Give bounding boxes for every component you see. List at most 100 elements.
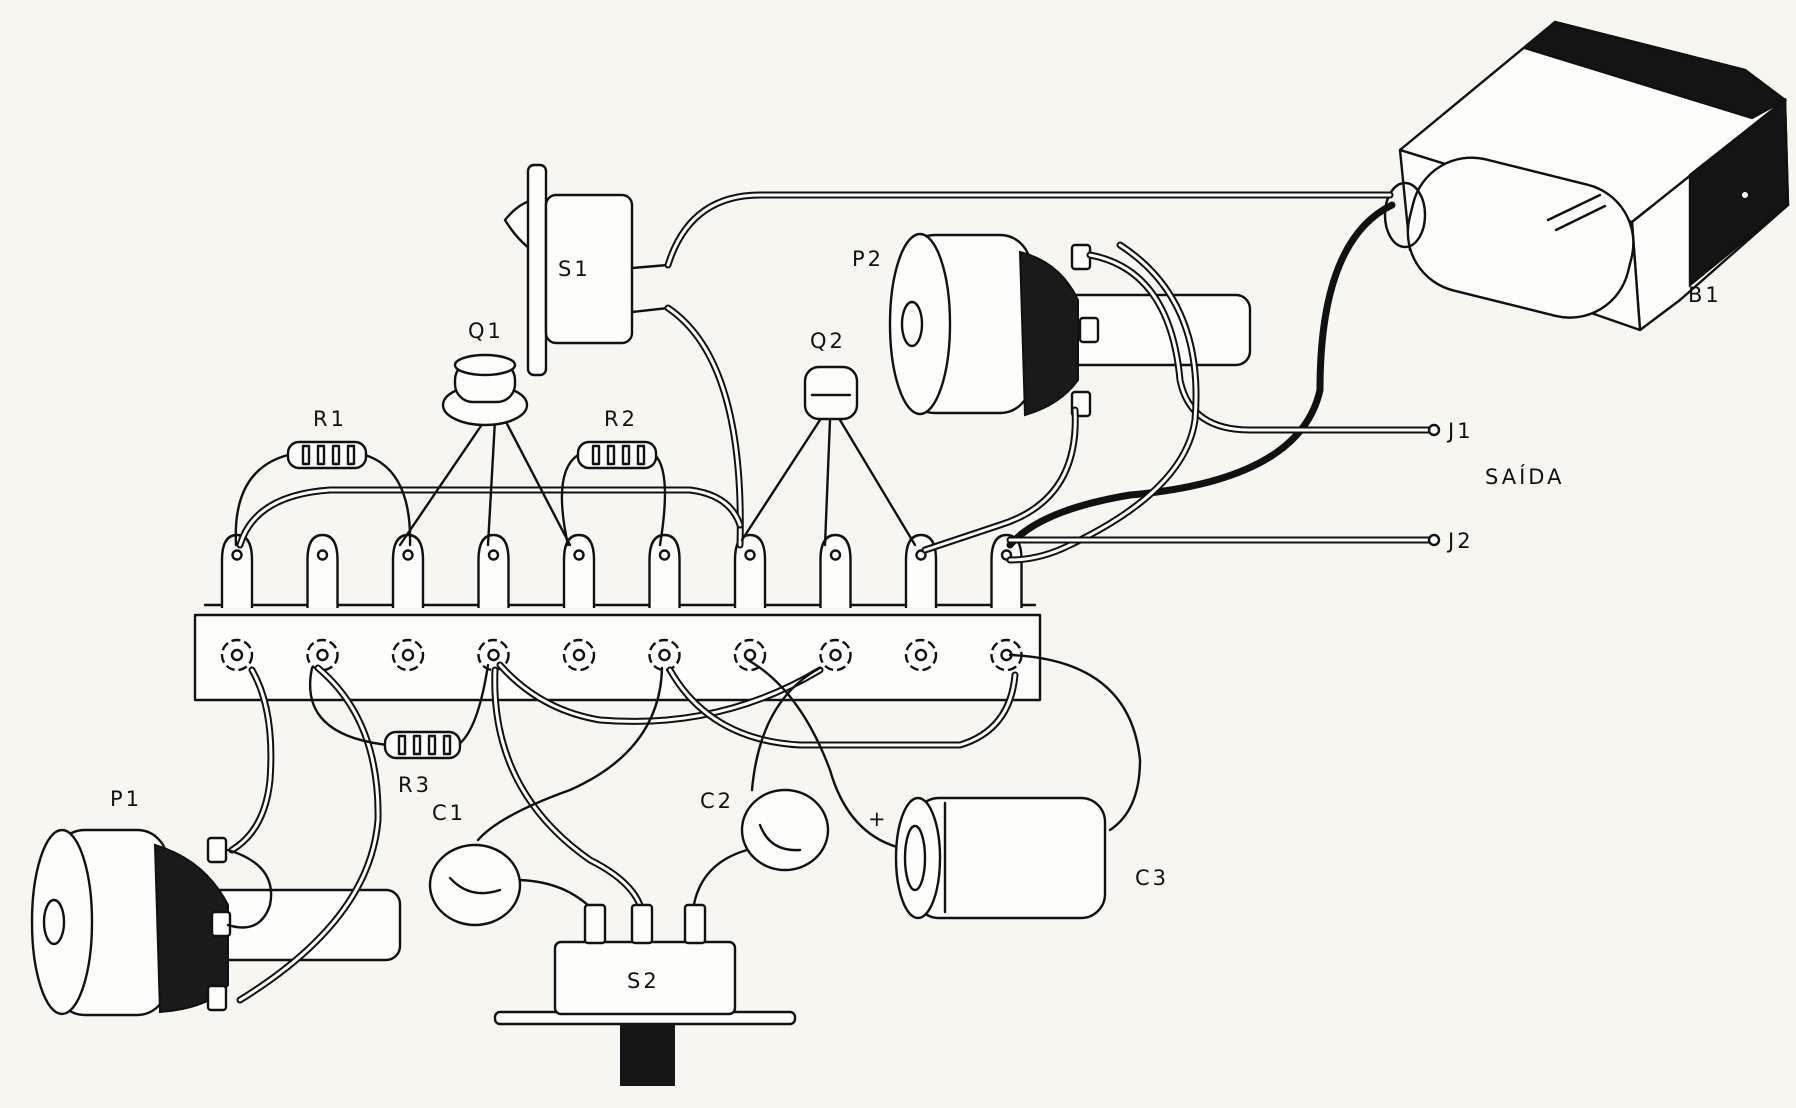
terminal-lug-3 <box>391 533 425 608</box>
potentiometer-p1 <box>30 828 402 1017</box>
potentiometer-p1-face <box>30 828 94 1016</box>
terminal-eyelet-9 <box>904 638 938 672</box>
wire-q2-leg1 <box>740 418 822 542</box>
capacitor-c3-can <box>913 796 1107 920</box>
labels: S1 Q1 Q2 R1 R2 R3 P1 P2 C1 C2 C3 + S2 B1… <box>110 247 1719 993</box>
wire-c1-s2 <box>513 878 597 914</box>
label-p1: P1 <box>110 787 142 811</box>
terminal-lug-hole-2 <box>316 549 329 561</box>
transistor-q2 <box>803 365 859 421</box>
potentiometer-p1-lug-2 <box>210 910 232 938</box>
terminal-lug-hole-10 <box>1000 549 1013 561</box>
potentiometer-p2-terminal-block <box>1018 250 1079 417</box>
wire-q1-leg2 <box>486 418 497 547</box>
capacitor-c1 <box>428 843 522 927</box>
capacitor-c2 <box>740 788 830 872</box>
terminal-eyelet-3 <box>391 638 425 672</box>
resistor-r2 <box>576 440 658 470</box>
battery-snap-rim <box>1383 181 1427 249</box>
terminal-eyelet-hole-9 <box>914 648 928 662</box>
capacitor-c2-disc <box>740 788 830 872</box>
label-q1: Q1 <box>468 319 504 343</box>
terminal-lug-6 <box>648 533 681 608</box>
terminal-lug-hole-7 <box>744 549 756 561</box>
terminal-eyelet-hole-5 <box>572 648 586 662</box>
terminal-eyelet-hole-4 <box>487 648 500 662</box>
potentiometer-p2 <box>888 232 1252 418</box>
terminal-eyelet-7 <box>733 638 767 672</box>
label-c3-plus: + <box>868 807 889 831</box>
switch-s2 <box>493 903 797 1086</box>
potentiometer-p1-shaft <box>203 888 402 962</box>
potentiometer-p1-lug-3 <box>206 984 228 1012</box>
wire-r1-lead-left <box>234 453 290 547</box>
switch-s2-lug-3 <box>683 903 707 945</box>
wire-p1-loop <box>226 848 273 929</box>
switch-s2-actuator <box>620 1024 675 1086</box>
terminal-lug-10 <box>990 533 1023 608</box>
transistor-q1 <box>441 353 529 427</box>
wires <box>226 191 1434 1004</box>
wire-lug7-c3 <box>746 658 912 852</box>
terminal-lug-hole-9 <box>915 549 927 561</box>
label-c1: C1 <box>432 801 466 825</box>
wire-p2-lug9 <box>921 406 1079 554</box>
terminal-eyelet-5 <box>562 638 596 672</box>
terminal-eyelet-8 <box>819 638 852 672</box>
switch-s2-lug-1 <box>583 903 607 945</box>
resistor-r3-body <box>383 730 462 760</box>
wire-battery-negative <box>1006 201 1396 549</box>
j1-terminal <box>1427 423 1441 437</box>
switch-s1-lug-top <box>630 263 670 270</box>
wire-lug6-c1 <box>476 666 664 842</box>
terminal-eyelet-1 <box>220 638 254 672</box>
capacitor-c1-disc <box>428 843 522 927</box>
terminal-eyelet-6 <box>648 638 681 672</box>
wire-q2-leg3 <box>838 418 917 547</box>
battery-snap-connector <box>1406 156 1635 319</box>
wire-q1-leg1 <box>398 418 487 547</box>
battery-cap-front <box>1688 97 1790 288</box>
terminal-eyelet-hole-6 <box>658 648 671 662</box>
potentiometer-p2-face <box>888 232 952 416</box>
label-q2: Q2 <box>810 329 846 353</box>
transistor-q2-body <box>803 365 859 421</box>
resistor-r2-body <box>576 440 658 470</box>
label-r1: R1 <box>313 407 347 431</box>
wire-r2-lead-right <box>653 453 667 547</box>
label-s1: S1 <box>558 257 591 281</box>
terminal-lug-5 <box>562 533 596 608</box>
wire-lug4-r3 <box>456 663 490 747</box>
switch-s2-lug-2 <box>630 903 654 945</box>
terminal-lug-2 <box>306 533 339 608</box>
wire-c2-s2 <box>691 846 757 912</box>
terminal-lug-hole-6 <box>658 549 671 561</box>
potentiometer-p1-center <box>42 898 66 946</box>
resistor-r1-body <box>286 440 368 470</box>
resistor-r1 <box>286 440 368 470</box>
wire-lug2-r3 <box>309 666 390 747</box>
label-r2: R2 <box>604 407 638 431</box>
terminal-lug-8 <box>819 533 852 608</box>
terminal-lug-hole-4 <box>487 549 500 561</box>
battery-shine-2 <box>1554 204 1607 232</box>
terminal-eyelet-hole-8 <box>829 648 842 662</box>
resistor-r3 <box>383 730 462 760</box>
label-r3: R3 <box>398 773 432 797</box>
terminal-strip <box>193 533 1042 702</box>
terminal-eyelet-2 <box>306 638 339 672</box>
capacitor-c3 <box>894 796 1107 920</box>
switch-s1-lug-bottom <box>630 306 670 314</box>
terminal-lug-9 <box>904 533 938 608</box>
label-c2: C2 <box>700 789 734 813</box>
terminal-lug-hole-8 <box>829 549 842 561</box>
label-j1: J1 <box>1446 419 1474 443</box>
potentiometer-p1-lug-1 <box>206 836 228 864</box>
wire-lug8-c2 <box>750 666 822 792</box>
terminal-eyelet-hole-2 <box>316 648 329 662</box>
label-c3: C3 <box>1135 866 1169 890</box>
battery-b1 <box>1383 20 1790 332</box>
terminal-lug-4 <box>477 533 510 608</box>
